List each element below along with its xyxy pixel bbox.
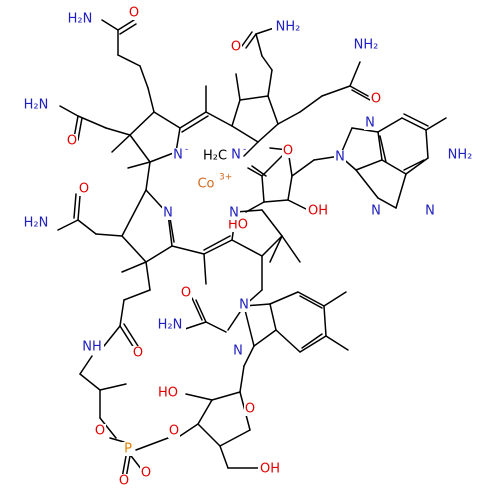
- atom-amine: NH₂: [276, 20, 301, 35]
- atom-oxygen: O: [231, 40, 241, 55]
- atom-cobalt: Co: [197, 177, 214, 192]
- atom-nitrogen: N: [239, 298, 249, 313]
- atom-amine: H₂N: [68, 12, 93, 27]
- atom-phosphorus: P: [124, 442, 132, 457]
- atom-nitrogen: N: [231, 148, 241, 163]
- atom-oxygen: O: [371, 92, 381, 107]
- atom-oxygen: O: [169, 424, 179, 439]
- atom-amine: NH₂: [448, 148, 473, 163]
- atom-oxygen: O: [79, 182, 89, 197]
- atom-oxygen: O: [133, 346, 143, 361]
- atom-amine: H₂N: [24, 216, 49, 231]
- atom-oxygen: O: [141, 466, 151, 481]
- atom-oxygen: O: [245, 402, 255, 417]
- atom-charge: -: [185, 145, 188, 155]
- atom-methylene: H₂C: [203, 149, 227, 164]
- atom-nitrogen: N: [229, 206, 239, 221]
- atom-amine: H₂N: [158, 318, 183, 333]
- atom-nitrogen: N: [365, 116, 375, 131]
- atom-hydroxyl: HO: [228, 218, 248, 233]
- atom-charge: 3+: [219, 173, 232, 183]
- atom-amine: H₂N: [24, 98, 49, 113]
- atom-label-layer: O H₂N O NH₂ NH₂ O H₂N O N - H₂C N - Co 3…: [20, 6, 476, 489]
- atom-hydroxyl: OH: [308, 204, 328, 219]
- atom-nitrogen: N: [335, 150, 345, 165]
- atom-amide-nh: NH: [82, 340, 102, 355]
- atom-nitrogen: N: [233, 344, 243, 359]
- atom-oxygen: O: [181, 286, 191, 301]
- atom-oxygen: O: [283, 144, 293, 159]
- atom-oxygen: O: [95, 424, 105, 439]
- atom-charge: -: [243, 145, 246, 155]
- atom-nitrogen: N: [163, 206, 173, 221]
- bond-layer: [57, 19, 447, 479]
- atom-nitrogen: N: [425, 204, 435, 219]
- atom-oxygen: O: [67, 134, 77, 149]
- atom-oxygen: O: [119, 474, 129, 489]
- atom-hydroxyl: HO: [158, 386, 178, 401]
- atom-amine: NH₂: [354, 38, 379, 53]
- atom-oxygen: O: [129, 6, 139, 21]
- atom-hydroxyl: OH: [260, 462, 280, 477]
- atom-nitrogen: N: [173, 148, 183, 163]
- atom-nitrogen: N: [371, 204, 381, 219]
